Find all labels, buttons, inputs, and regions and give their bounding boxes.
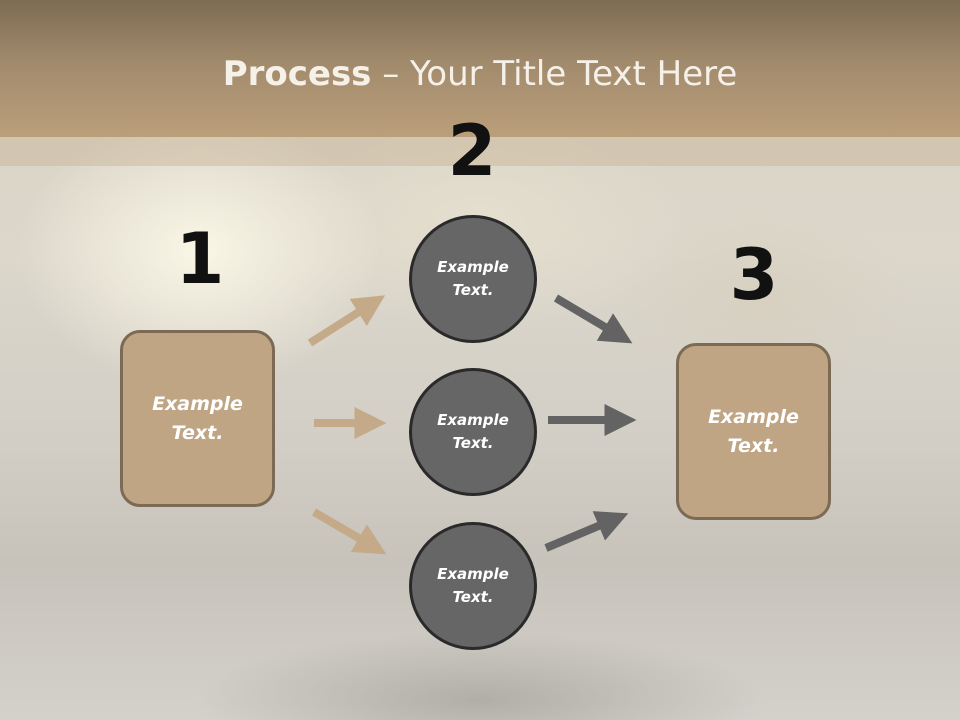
right-box: Example Text.	[676, 343, 831, 520]
title-bar	[0, 0, 960, 137]
right-box-label: Example Text.	[708, 405, 799, 457]
title-rest: – Your Title Text Here	[371, 54, 738, 94]
left-box: Example Text.	[120, 330, 275, 507]
title-band	[0, 137, 960, 166]
circle-middle: Example Text.	[409, 368, 537, 496]
step-number-1: 1	[175, 218, 225, 300]
arrow-left-up	[307, 295, 386, 347]
arrow-left-down	[311, 508, 387, 555]
circle-top: Example Text.	[409, 215, 537, 343]
circle-bottom: Example Text.	[409, 522, 537, 650]
circle-middle-label: Example Text.	[437, 411, 509, 452]
left-box-label: Example Text.	[152, 392, 243, 444]
arrow-right-down	[553, 294, 633, 344]
slide-title: Process – Your Title Text Here	[0, 52, 960, 96]
step-number-3: 3	[729, 234, 779, 316]
arrow-right-up	[544, 511, 629, 552]
title-bold: Process	[222, 54, 372, 94]
circle-top-label: Example Text.	[437, 258, 509, 299]
circle-bottom-label: Example Text.	[437, 565, 509, 606]
step-number-2: 2	[447, 110, 497, 192]
